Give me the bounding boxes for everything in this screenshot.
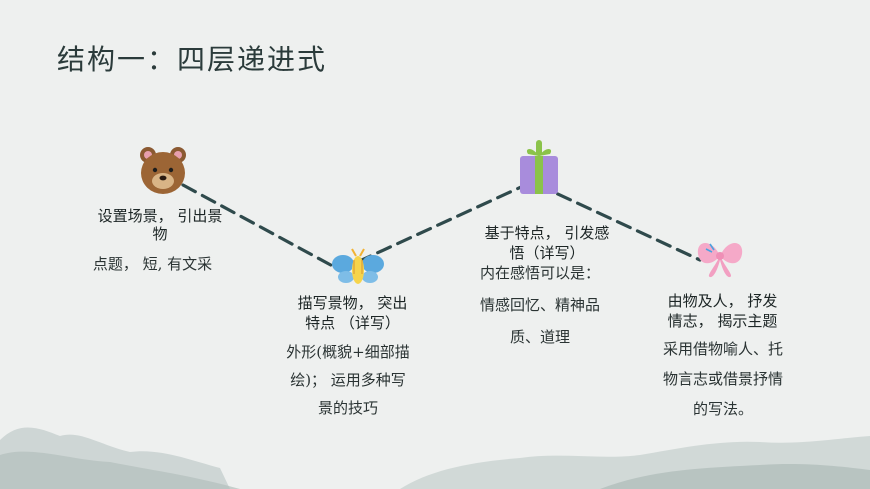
mountain-left-back (0, 451, 240, 489)
step-2-desc-line3: 景的技巧 (317, 399, 378, 417)
step-4-label: 由物及人， 抒发 情志， 揭示主题 (645, 290, 800, 332)
step-3-desc-line1: 内在感悟可以是： (479, 264, 600, 282)
step-3-desc: 内在感悟可以是： 情感回忆、精神品 质、道理 (460, 262, 620, 348)
step-3-desc-line2: 情感回忆、精神品 (479, 296, 600, 314)
gift-icon (520, 140, 558, 194)
step-2-desc-line1: 外形(概貌+细部描 (286, 343, 410, 361)
page-title: 结构一：四层递进式 (57, 43, 328, 76)
step-1-desc: 点题， 短, 有文采 (75, 253, 230, 275)
step-1-desc-line1: 点题， 短, 有文采 (92, 255, 213, 273)
step-1-label-line2: 物 (152, 225, 168, 243)
step-1-label: 设置场景， 引出景 物 (80, 205, 240, 245)
mountain-right-back (600, 463, 870, 489)
step-4-label-line1: 由物及人， 抒发 (667, 292, 778, 310)
step-4-desc-line2: 物言志或借景抒情 (662, 370, 783, 388)
bear-icon (140, 147, 186, 194)
step-4-desc-line3: 的写法。 (692, 400, 753, 418)
connector-path (181, 180, 702, 272)
step-2-desc-line2: 绘)； 运用多种写 (290, 371, 406, 389)
bow-icon (697, 243, 743, 278)
step-3-label: 基于特点， 引发感 悟（详写） (462, 222, 632, 264)
step-2-label-line1: 描写景物， 突出 (297, 294, 408, 312)
butterfly-icon (332, 248, 384, 284)
step-1-label-line1: 设置场景， 引出景 (97, 207, 223, 225)
step-3-label-line1: 基于特点， 引发感 (484, 224, 610, 242)
step-4-desc-line1: 采用借物喻人、托 (662, 340, 783, 358)
step-2-label-line2: 特点 （详写） (305, 314, 400, 332)
step-4-label-line2: 情志， 揭示主题 (667, 312, 778, 330)
step-3-label-line2: 悟（详写） (509, 244, 585, 262)
step-3-desc-line3: 质、道理 (509, 328, 570, 346)
step-4-desc: 采用借物喻人、托 物言志或借景抒情 的写法。 (643, 334, 803, 424)
step-2-label: 描写景物， 突出 特点 （详写） (270, 292, 435, 334)
step-2-desc: 外形(概貌+细部描 绘)； 运用多种写 景的技巧 (268, 338, 428, 422)
